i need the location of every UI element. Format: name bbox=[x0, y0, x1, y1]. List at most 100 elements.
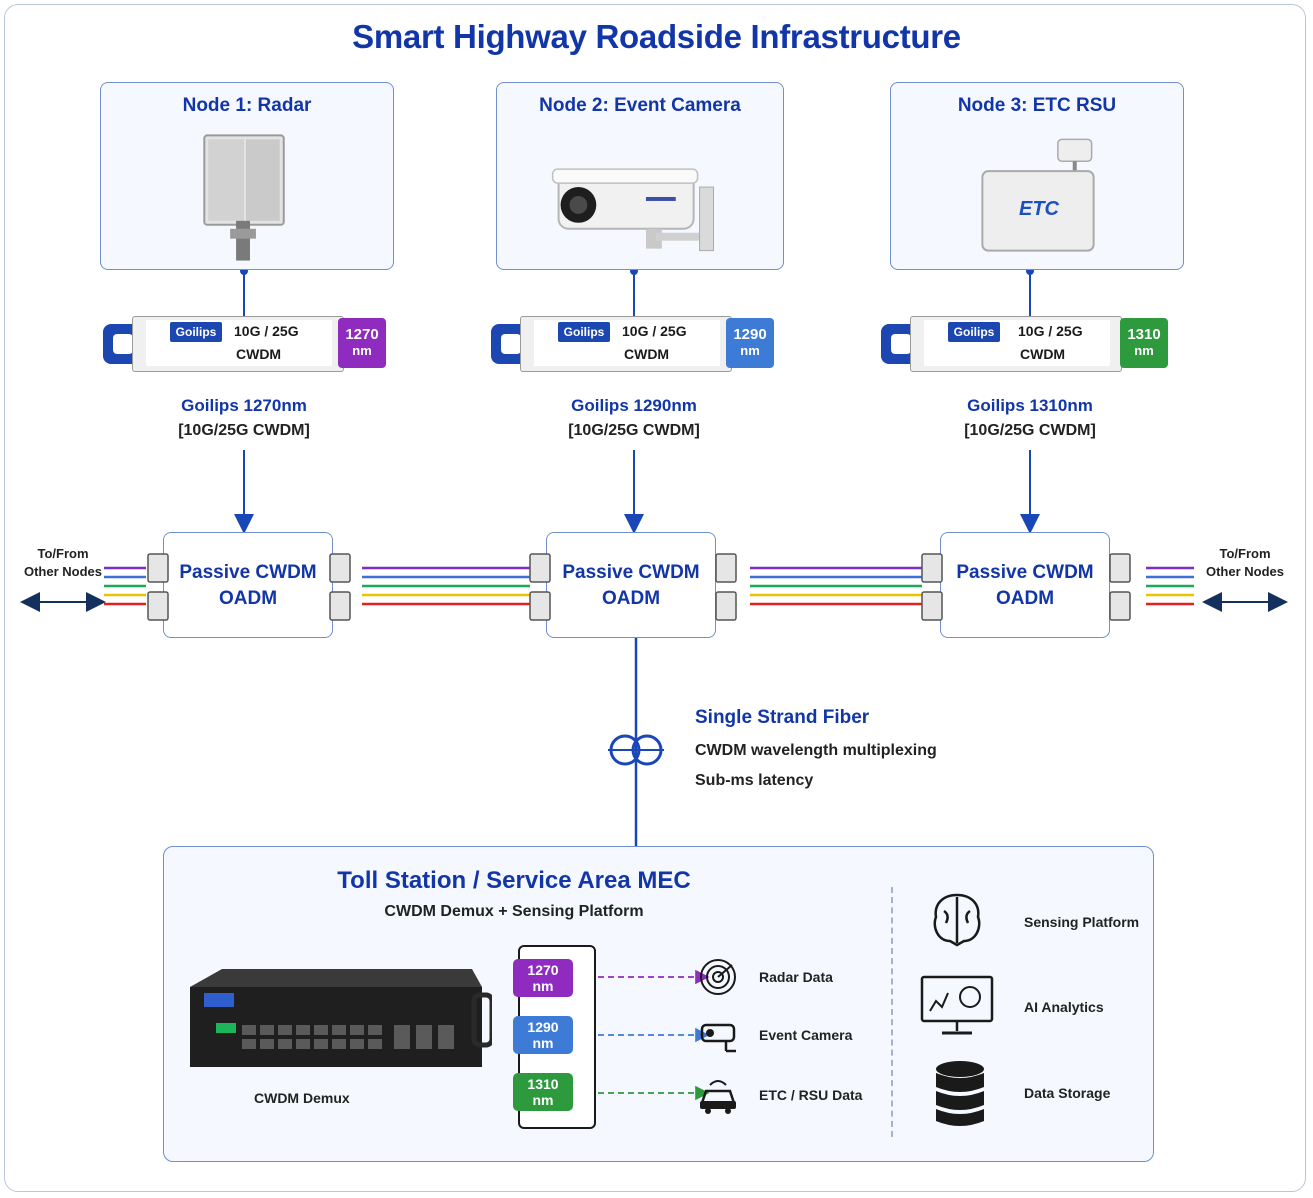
oadm-port bbox=[147, 553, 169, 583]
analytics-monitor-icon bbox=[920, 975, 994, 1035]
sfp-latch-icon bbox=[491, 324, 529, 364]
mec-panel: Toll Station / Service Area MEC CWDM Dem… bbox=[163, 846, 1154, 1162]
demux-channel-value: 1290 bbox=[527, 1019, 559, 1035]
node-radar: Node 1: Radar bbox=[100, 82, 394, 270]
etc-device-text: ETC bbox=[1019, 198, 1059, 220]
side-label-line2: Other Nodes bbox=[23, 564, 102, 579]
platform-label-analytics: AI Analytics bbox=[1024, 999, 1104, 1015]
sfp-caption-name: Goilips 1310nm bbox=[967, 396, 1093, 415]
side-label-left: To/From Other Nodes bbox=[8, 545, 118, 581]
oadm-port bbox=[529, 591, 551, 621]
sfp-latch-icon bbox=[881, 324, 919, 364]
demux-channel-value: 1270 bbox=[527, 962, 559, 978]
oadm-port bbox=[1109, 591, 1131, 621]
oadm-1: Passive CWDM OADM bbox=[163, 532, 333, 638]
camera-device-icon bbox=[551, 168, 714, 252]
wavelength-value: 1290 bbox=[733, 326, 767, 343]
sfp-spec-line1: 10G / 25G bbox=[1018, 323, 1083, 339]
sfp-caption-spec: [10G/25G CWDM] bbox=[178, 422, 310, 439]
side-label-right: To/From Other Nodes bbox=[1190, 545, 1300, 581]
wavelength-unit: nm bbox=[1134, 343, 1154, 358]
mec-subtitle: CWDM Demux + Sensing Platform bbox=[384, 903, 644, 920]
sfp-caption-1310: Goilips 1310nm [10G/25G CWDM] bbox=[900, 396, 1160, 440]
oadm-port bbox=[147, 591, 169, 621]
sfp-brand-label: Goilips bbox=[558, 322, 610, 342]
oadm-2: Passive CWDM OADM bbox=[546, 532, 716, 638]
oadm-label-line2: OADM bbox=[995, 588, 1055, 609]
wavelength-badge: 1290 nm bbox=[726, 318, 774, 368]
demux-label: CWDM Demux bbox=[254, 1090, 350, 1106]
sfp-caption-1270: Goilips 1270nm [10G/25G CWDM] bbox=[114, 396, 374, 440]
fiber-desc-line1: CWDM wavelength multiplexing bbox=[695, 742, 937, 759]
fiber-title: Single Strand Fiber bbox=[695, 707, 870, 728]
sfp-caption-spec: [10G/25G CWDM] bbox=[964, 422, 1096, 439]
platform-label-sensing: Sensing Platform bbox=[1024, 914, 1140, 930]
sfp-caption-spec: [10G/25G CWDM] bbox=[568, 422, 700, 439]
brain-icon bbox=[933, 893, 981, 947]
side-label-line2: Other Nodes bbox=[1205, 564, 1284, 579]
node-title: Node 3: ETC RSU bbox=[957, 95, 1117, 116]
node-title: Node 1: Radar bbox=[182, 95, 312, 116]
sfp-caption-1290: Goilips 1290nm [10G/25G CWDM] bbox=[504, 396, 764, 440]
oadm-port bbox=[715, 591, 737, 621]
sfp-latch-icon bbox=[103, 324, 141, 364]
oadm-label-line2: OADM bbox=[218, 588, 278, 609]
demux-channel-unit: nm bbox=[532, 978, 554, 994]
sfp-module-1310: Goilips 10G / 25G CWDM 1310 nm bbox=[878, 314, 1168, 372]
oadm-label-line1: Passive CWDM bbox=[562, 562, 700, 583]
sfp-module-1290: Goilips 10G / 25G CWDM 1290 nm bbox=[488, 314, 774, 372]
node-title: Node 2: Event Camera bbox=[539, 95, 741, 116]
car-icon bbox=[700, 1080, 736, 1114]
radar-icon bbox=[700, 959, 736, 995]
platform-label-storage: Data Storage bbox=[1024, 1085, 1111, 1101]
panel-divider bbox=[891, 887, 893, 1137]
demux-device-icon bbox=[190, 969, 492, 1067]
side-label-line1: To/From bbox=[1219, 546, 1271, 561]
oadm-label-line2: OADM bbox=[601, 588, 661, 609]
sfp-spec-line2: CWDM bbox=[624, 346, 670, 362]
demux-channel-1270: 1270 nm bbox=[513, 959, 573, 997]
channel-arrows bbox=[598, 969, 710, 1101]
wavelength-badge: 1310 nm bbox=[1120, 318, 1168, 368]
wavelength-badge: 1270 nm bbox=[338, 318, 386, 368]
sfp-caption-name: Goilips 1270nm bbox=[181, 396, 307, 415]
side-label-line1: To/From bbox=[37, 546, 89, 561]
fiber-desc-line2: Sub-ms latency bbox=[695, 772, 814, 789]
sfp-spec-line2: CWDM bbox=[236, 346, 282, 362]
sfp-caption-name: Goilips 1290nm bbox=[571, 396, 697, 415]
node-etc-rsu: Node 3: ETC RSU ETC bbox=[890, 82, 1184, 270]
radar-device-icon bbox=[203, 134, 285, 261]
demux-channel-unit: nm bbox=[532, 1035, 554, 1051]
oadm-port bbox=[1109, 553, 1131, 583]
wavelength-unit: nm bbox=[352, 343, 372, 358]
oadm-port bbox=[921, 553, 943, 583]
wavelength-unit: nm bbox=[740, 343, 760, 358]
sfp-spec-line1: 10G / 25G bbox=[622, 323, 687, 339]
diagram-frame bbox=[4, 4, 1306, 1192]
oadm-label-line1: Passive CWDM bbox=[956, 562, 1094, 583]
output-label-radar: Radar Data bbox=[759, 969, 833, 985]
demux-channel-unit: nm bbox=[532, 1092, 554, 1108]
wavelength-value: 1270 bbox=[345, 326, 379, 343]
oadm-port bbox=[329, 591, 351, 621]
demux-channel-value: 1310 bbox=[527, 1076, 559, 1092]
demux-channel-1290: 1290 nm bbox=[513, 1016, 573, 1054]
oadm-port bbox=[715, 553, 737, 583]
sfp-brand-label: Goilips bbox=[170, 322, 222, 342]
sfp-spec-line1: 10G / 25G bbox=[234, 323, 299, 339]
wavelength-value: 1310 bbox=[1127, 326, 1161, 343]
database-icon bbox=[936, 1061, 984, 1126]
node-event-camera: Node 2: Event Camera bbox=[496, 82, 784, 270]
mec-title: Toll Station / Service Area MEC bbox=[337, 867, 691, 894]
diagram-title: Smart Highway Roadside Infrastructure bbox=[352, 18, 961, 55]
sfp-brand-label: Goilips bbox=[948, 322, 1000, 342]
oadm-label-line1: Passive CWDM bbox=[179, 562, 317, 583]
etc-rsu-device-icon bbox=[981, 138, 1095, 252]
sfp-module-1270: Goilips 10G / 25G CWDM 1270 nm bbox=[100, 314, 386, 372]
output-label-etc: ETC / RSU Data bbox=[759, 1087, 863, 1103]
oadm-port bbox=[529, 553, 551, 583]
oadm-port bbox=[921, 591, 943, 621]
output-label-camera: Event Camera bbox=[759, 1027, 853, 1043]
